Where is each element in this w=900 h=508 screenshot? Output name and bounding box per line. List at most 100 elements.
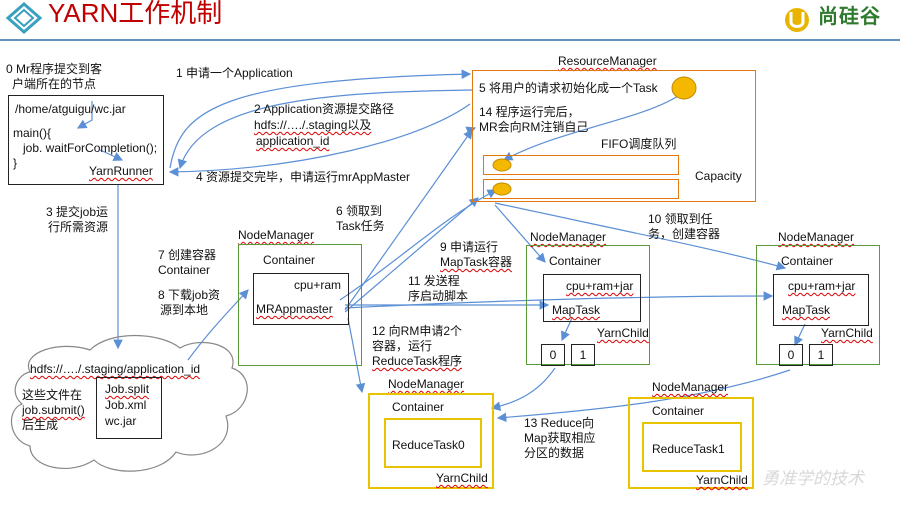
- hdfs-file-job-split: Job.split: [105, 382, 150, 396]
- node-manager-5: Container ReduceTask1 YarnChild: [628, 397, 754, 489]
- step8-label-1: 8 下载job资: [158, 288, 221, 302]
- step9-label-2: MapTask容器: [440, 255, 513, 269]
- client-node-box: /home/atguigu/wc.jar main(){ job. waitFo…: [8, 95, 164, 185]
- step10-label-2: 务，创建容器: [648, 227, 721, 241]
- nm2-label: NodeManager: [530, 230, 607, 244]
- queue-slot-2: [483, 179, 679, 199]
- client-jar-path: /home/atguigu/wc.jar: [15, 102, 126, 116]
- arrow-step1: [169, 69, 472, 169]
- queue-dot-2: [492, 182, 512, 196]
- step12-label-3: ReduceTask程序: [372, 354, 463, 368]
- nm1-container-box: cpu+ram MRAppmaster: [253, 273, 349, 325]
- arrow-step11b: [344, 291, 774, 309]
- nm3-partition-1: 1: [809, 344, 833, 366]
- hdfs-cloud-shape: [10, 335, 248, 472]
- step12-label-1: 12 向RM申请2个: [372, 324, 463, 338]
- step13-label-3: 分区的数据: [524, 446, 585, 460]
- client-caption-2: 户端所在的节点: [12, 77, 97, 91]
- arrow-step7: [187, 289, 249, 361]
- step7-label-2: Container: [158, 263, 211, 277]
- brand-name: 尚硅谷: [818, 6, 881, 28]
- nm2-partition-0: 0: [541, 344, 565, 366]
- nm1-container-label: Container: [263, 253, 316, 267]
- node-manager-1: Container cpu+ram MRAppmaster: [238, 244, 362, 366]
- arrow-step10a: [494, 204, 546, 263]
- step5-label: 5 将用户的请求初始化成一个Task: [479, 81, 658, 95]
- arrow-client-inner: [76, 101, 93, 129]
- step6-label-2: Task任务: [336, 219, 385, 233]
- task-dot: [671, 76, 697, 100]
- step10-label-1: 10 领取到任: [648, 212, 713, 226]
- arrow-step12: [347, 317, 366, 394]
- nm2-cpu-ram-jar: cpu+ram+jar: [566, 279, 634, 293]
- nm3-yarnchild: YarnChild: [821, 326, 873, 340]
- step2-label-2: hdfs://…./.staging以及: [254, 118, 372, 132]
- reducetask0-label: ReduceTask0: [392, 438, 465, 452]
- nm4-yarnchild: YarnChild: [436, 471, 488, 485]
- nm4-label: NodeManager: [388, 377, 465, 391]
- arrow-map-part-b: [794, 323, 806, 347]
- client-main: main(){: [13, 126, 52, 140]
- step2-label-3: application_id: [256, 134, 330, 148]
- step14-label-2: MR会向RM注销自己: [479, 120, 589, 134]
- arrow-step4: [168, 103, 471, 177]
- nm3-cpu-ram-jar: cpu+ram+jar: [788, 279, 856, 293]
- arrow-step13b: [496, 369, 791, 423]
- fifo-queue-label: FIFO调度队列: [601, 137, 677, 151]
- hdfs-note-3: 后生成: [22, 418, 59, 432]
- watermark-text: 勇准学的技术: [762, 469, 864, 488]
- step3-label-1: 3 提交job运: [46, 205, 109, 219]
- step9-label-1: 9 申请运行: [440, 240, 499, 254]
- step4-label: 4 资源提交完毕，申请运行mrAppMaster: [196, 170, 411, 184]
- nm2-container-label: Container: [549, 254, 602, 268]
- resource-manager-box: 5 将用户的请求初始化成一个Task 14 程序运行完后， MR会向RM注销自己…: [472, 70, 756, 202]
- nm3-partition-0: 0: [779, 344, 803, 366]
- step2-label-1: 2 Application资源提交路径: [254, 102, 395, 116]
- step13-label-2: Map获取相应: [524, 431, 596, 445]
- queue-dot-1: [492, 158, 512, 172]
- step12-label-2: 容器，运行: [372, 339, 433, 353]
- arrow-step9: [344, 129, 473, 311]
- arrow-client-job: [99, 149, 124, 161]
- reducetask1-label: ReduceTask1: [652, 442, 725, 456]
- hdfs-note-2: job.submit(): [22, 403, 85, 417]
- title-diamond-icon: [5, 2, 43, 34]
- arrow-step13a: [490, 367, 556, 411]
- client-job-call: job. waitForCompletion();: [23, 141, 158, 155]
- step11-label-2: 序启动脚本: [408, 289, 469, 303]
- nm3-maptask: MapTask: [782, 303, 831, 317]
- step1-label: 1 申请一个Application: [176, 66, 293, 80]
- yarn-runner-label: YarnRunner: [89, 164, 153, 178]
- step8-label-2: 源到本地: [160, 303, 209, 317]
- step6-label-1: 6 领取到: [336, 204, 383, 218]
- client-close-brace: }: [13, 156, 18, 170]
- arrow-task-to-queue: [502, 95, 679, 161]
- reducetask0-box: ReduceTask0: [384, 418, 482, 468]
- arrow-step9b: [344, 197, 479, 313]
- capacity-label: Capacity: [695, 169, 742, 183]
- nm3-container-label: Container: [781, 254, 834, 268]
- arrow-step2: [177, 89, 473, 170]
- reducetask1-box: ReduceTask1: [642, 422, 742, 472]
- node-manager-2: Container cpu+ram+jar MapTask YarnChild …: [526, 245, 650, 366]
- hdfs-files-box: Job.split Job.xml wc.jar: [96, 377, 162, 439]
- hdfs-note-1: 这些文件在: [22, 388, 83, 402]
- nm2-container-box: cpu+ram+jar MapTask: [543, 274, 641, 322]
- hdfs-path-label: hdfs://…./.staging/application_id: [30, 362, 201, 376]
- nm5-label: NodeManager: [652, 380, 729, 394]
- rm-label: ResourceManager: [558, 54, 657, 68]
- hdfs-file-job-xml: Job.xml: [105, 398, 147, 412]
- page-title: YARN工作机制: [48, 0, 223, 28]
- client-caption-1: 0 Mr程序提交到客: [6, 62, 103, 76]
- step13-label-1: 13 Reduce向: [524, 416, 595, 430]
- node-manager-4: Container ReduceTask0 YarnChild: [368, 393, 494, 489]
- step3-label-2: 行所需资源: [48, 220, 109, 234]
- nm2-yarnchild: YarnChild: [597, 326, 649, 340]
- brand-logo-icon: [785, 8, 809, 32]
- arrow-step10b: [494, 202, 787, 271]
- step7-label-1: 7 创建容器: [158, 248, 217, 262]
- queue-slot-1: [483, 155, 679, 175]
- node-manager-3: Container cpu+ram+jar MapTask YarnChild …: [756, 245, 880, 366]
- nm3-container-box: cpu+ram+jar MapTask: [773, 274, 869, 326]
